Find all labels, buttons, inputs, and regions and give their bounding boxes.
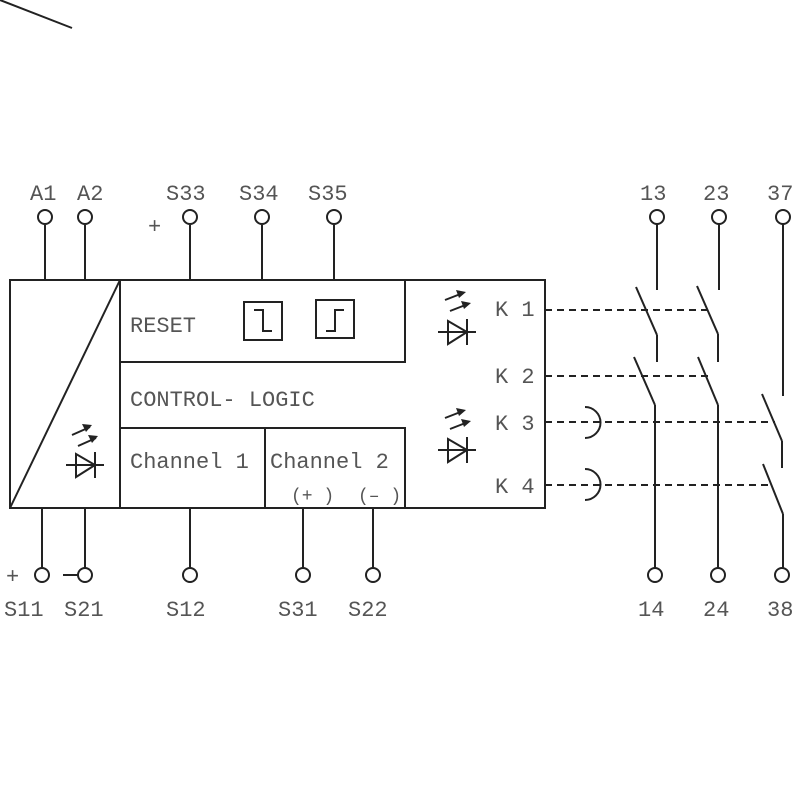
terminal-label-37: 37 xyxy=(767,182,793,207)
terminal-label-a2: A2 xyxy=(77,182,103,207)
power-block-diagonal xyxy=(9,279,121,509)
delay-arc-k3 xyxy=(584,406,602,439)
falling-edge-icon xyxy=(243,301,283,341)
terminal-23 xyxy=(711,209,727,225)
contact-37-38 xyxy=(761,224,784,568)
plus-sign-s33: + xyxy=(148,215,161,240)
control-logic-label: CONTROL- LOGIC xyxy=(130,388,315,413)
relay-label-k2: K 2 xyxy=(495,365,535,390)
terminal-38 xyxy=(774,567,790,583)
terminal-s22 xyxy=(365,567,381,583)
terminal-14 xyxy=(647,567,663,583)
terminal-label-s35: S35 xyxy=(308,182,348,207)
delay-arc-k4 xyxy=(584,468,602,501)
plus-sign-s11: + xyxy=(6,565,19,590)
terminal-label-s34: S34 xyxy=(239,182,279,207)
terminal-s33 xyxy=(182,209,198,225)
terminal-s21 xyxy=(77,567,93,583)
relay-label-k4: K 4 xyxy=(495,475,535,500)
relay-led-icon-2 xyxy=(438,408,476,464)
terminal-label-38: 38 xyxy=(767,598,793,623)
rising-edge-icon xyxy=(315,299,355,339)
channel2-minus-label: (– ) xyxy=(358,487,401,507)
terminal-a1 xyxy=(37,209,53,225)
contact-23-24 xyxy=(696,224,720,568)
terminal-37 xyxy=(775,209,791,225)
terminal-s31 xyxy=(295,567,311,583)
relay-led-icon-1 xyxy=(438,290,476,346)
terminal-s34 xyxy=(254,209,270,225)
reset-block xyxy=(119,279,406,363)
terminal-13 xyxy=(649,209,665,225)
terminal-label-s21: S21 xyxy=(64,598,104,623)
contact-13-14 xyxy=(633,224,658,568)
relay-label-k3: K 3 xyxy=(495,412,535,437)
terminal-s11 xyxy=(34,567,50,583)
terminal-label-23: 23 xyxy=(703,182,729,207)
terminal-label-24: 24 xyxy=(703,598,729,623)
terminal-label-13: 13 xyxy=(640,182,666,207)
terminal-label-s11: S11 xyxy=(4,598,44,623)
terminal-label-14: 14 xyxy=(638,598,664,623)
terminal-24 xyxy=(710,567,726,583)
terminal-label-s22: S22 xyxy=(348,598,388,623)
channel2-label: Channel 2 xyxy=(270,450,389,475)
terminal-label-s33: S33 xyxy=(166,182,206,207)
channel2-plus-label: (+ ) xyxy=(291,487,334,507)
power-led-icon xyxy=(0,0,104,479)
terminal-a2 xyxy=(77,209,93,225)
terminal-label-a1: A1 xyxy=(30,182,56,207)
channel2-block xyxy=(264,427,406,509)
terminal-s35 xyxy=(326,209,342,225)
terminal-label-s31: S31 xyxy=(278,598,318,623)
reset-label: RESET xyxy=(130,314,196,339)
relay-label-k1: K 1 xyxy=(495,298,535,323)
channel1-label: Channel 1 xyxy=(130,450,249,475)
terminal-label-s12: S12 xyxy=(166,598,206,623)
terminal-s12 xyxy=(182,567,198,583)
